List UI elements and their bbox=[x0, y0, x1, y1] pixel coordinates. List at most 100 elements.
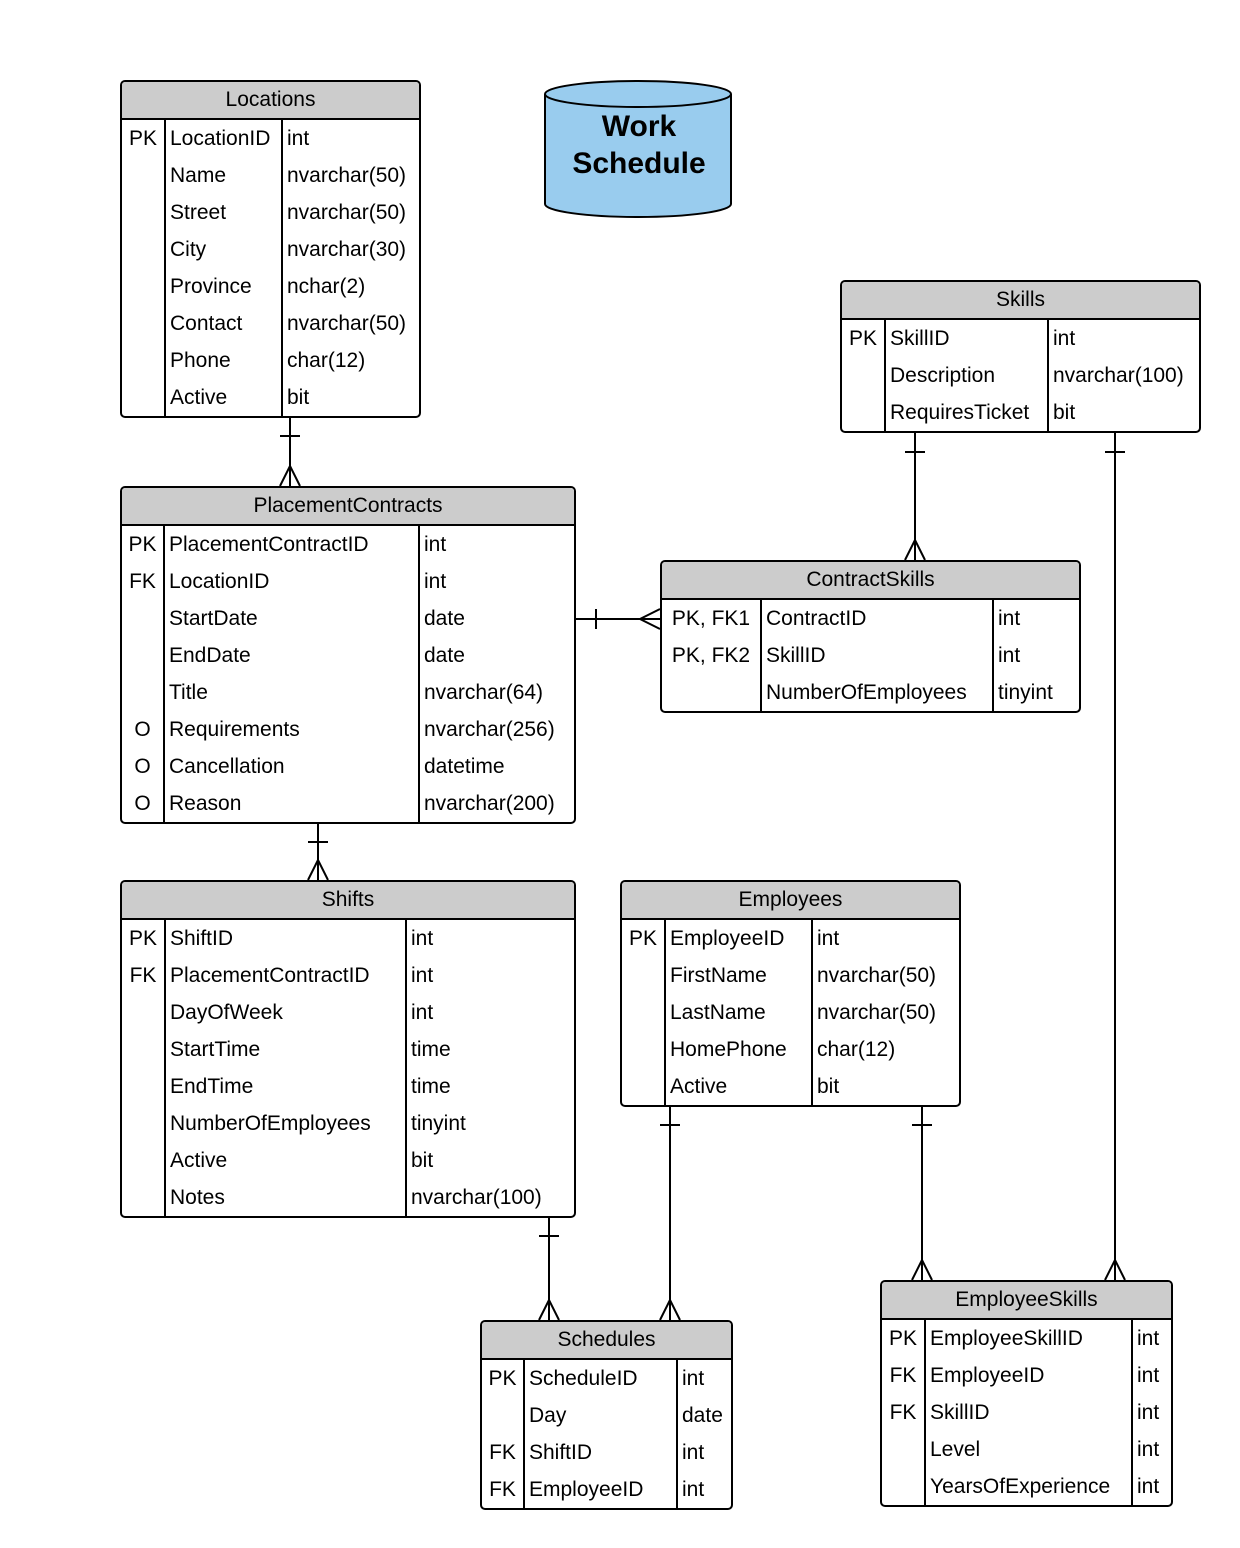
field-type: int bbox=[817, 927, 840, 950]
field-name: Requirements bbox=[169, 718, 300, 741]
field-name: City bbox=[170, 238, 207, 261]
field-name: EndDate bbox=[169, 644, 251, 667]
many-marker bbox=[911, 1257, 933, 1281]
key-marker: FK bbox=[129, 964, 157, 987]
column-divider bbox=[664, 920, 666, 1105]
field-name: NumberOfEmployees bbox=[170, 1112, 371, 1135]
field-name: RequiresTicket bbox=[890, 401, 1030, 424]
field-type: int bbox=[998, 607, 1021, 630]
field-type: int bbox=[424, 570, 447, 593]
field-name: ShiftID bbox=[170, 927, 234, 950]
column-divider bbox=[924, 1320, 926, 1505]
entity-name: Skills bbox=[842, 282, 1199, 320]
field-name: Active bbox=[670, 1075, 728, 1098]
field-name: EndTime bbox=[170, 1075, 254, 1098]
many-marker bbox=[1104, 1257, 1126, 1281]
field-row: Name nvarchar(50) bbox=[122, 157, 419, 194]
key-marker: O bbox=[134, 792, 151, 815]
field-type: bit bbox=[1053, 401, 1076, 424]
field-type: time bbox=[411, 1038, 451, 1061]
field-type: nvarchar(256) bbox=[424, 718, 555, 741]
field-type: nvarchar(50) bbox=[817, 964, 937, 987]
field-type: int bbox=[424, 533, 447, 556]
field-name: DayOfWeek bbox=[170, 1001, 283, 1024]
field-type: nvarchar(50) bbox=[287, 164, 407, 187]
column-divider bbox=[523, 1360, 525, 1508]
column-divider bbox=[676, 1360, 678, 1508]
field-type: date bbox=[424, 607, 465, 630]
key-marker: O bbox=[134, 718, 151, 741]
field-name: LocationID bbox=[170, 127, 271, 150]
field-name: StartTime bbox=[170, 1038, 261, 1061]
field-type: int bbox=[287, 127, 310, 150]
entity-name: Schedules bbox=[482, 1322, 731, 1360]
diagram-title: Work Schedule bbox=[545, 108, 733, 182]
field-name: Name bbox=[170, 164, 227, 187]
field-name: SkillID bbox=[766, 644, 826, 667]
field-type: nvarchar(100) bbox=[411, 1186, 542, 1209]
field-row: Street nvarchar(50) bbox=[122, 194, 419, 231]
key-marker: PK bbox=[128, 127, 157, 150]
field-row: FirstName nvarchar(50) bbox=[622, 957, 959, 994]
field-row: PK LocationID int bbox=[122, 120, 419, 157]
field-type: nvarchar(200) bbox=[424, 792, 555, 815]
column-divider bbox=[163, 526, 165, 822]
field-type: int bbox=[1053, 327, 1076, 350]
field-type: int bbox=[682, 1367, 705, 1390]
key-marker: FK bbox=[129, 570, 156, 593]
diagram-title-line-1: Work bbox=[601, 110, 677, 143]
column-divider bbox=[1047, 320, 1049, 431]
column-divider bbox=[992, 600, 994, 711]
key-marker: O bbox=[134, 755, 151, 778]
field-name: Province bbox=[170, 275, 252, 298]
field-type: nvarchar(64) bbox=[424, 681, 544, 704]
field-type: nvarchar(50) bbox=[287, 201, 407, 224]
field-row: Notes nvarchar(100) bbox=[122, 1179, 574, 1216]
key-marker: FK bbox=[489, 1441, 516, 1464]
key-marker: PK bbox=[128, 927, 157, 950]
field-type: int bbox=[1137, 1401, 1160, 1424]
field-name: SkillID bbox=[930, 1401, 990, 1424]
column-divider bbox=[281, 120, 283, 416]
field-name: Notes bbox=[170, 1186, 225, 1209]
field-name: Street bbox=[170, 201, 227, 224]
field-type: int bbox=[1137, 1475, 1160, 1498]
column-divider bbox=[418, 526, 420, 822]
field-name: FirstName bbox=[670, 964, 767, 987]
field-type: int bbox=[998, 644, 1021, 667]
key-marker: PK bbox=[848, 327, 877, 350]
field-name: Description bbox=[890, 364, 996, 387]
column-divider bbox=[811, 920, 813, 1105]
field-name: StartDate bbox=[169, 607, 258, 630]
many-marker bbox=[659, 1297, 681, 1321]
key-marker: PK bbox=[628, 927, 657, 950]
key-marker: PK bbox=[888, 1327, 917, 1350]
field-name: Active bbox=[170, 1149, 228, 1172]
key-marker: PK bbox=[488, 1367, 517, 1390]
key-marker: FK bbox=[889, 1364, 917, 1387]
